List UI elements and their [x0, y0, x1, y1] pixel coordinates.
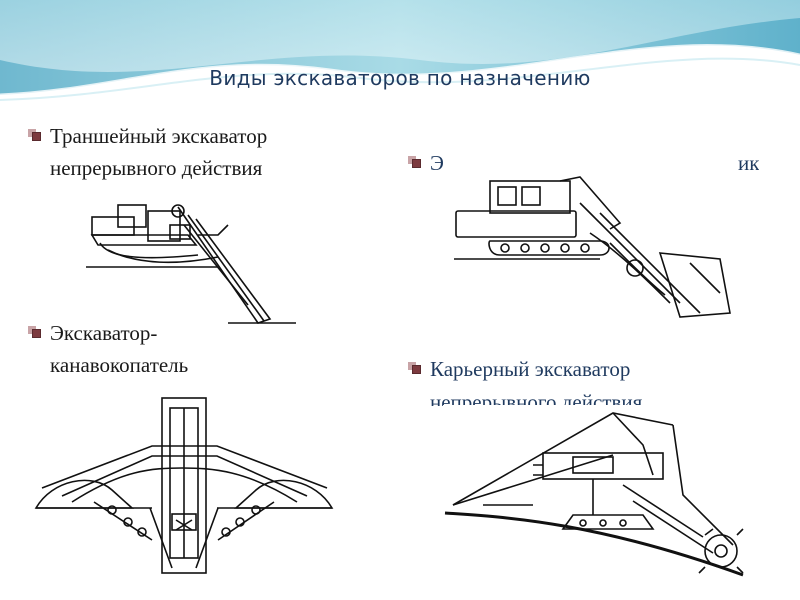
crawler-excavator-drawing: [450, 163, 735, 321]
slide-title: Виды экскаваторов по назначению: [209, 66, 591, 90]
bullet-square-icon: [408, 156, 422, 168]
quarry-excavator-drawing: [443, 405, 745, 580]
bullet-quarry-excavator: Карьерный экскаватор: [408, 353, 631, 385]
bullet-square-icon: [408, 362, 422, 374]
bullet-line-1: Карьерный экскаватор: [430, 357, 631, 381]
bullet-line-2-clipped: непрерывного действия: [430, 390, 643, 406]
bullet-line-1-tail: ик: [738, 151, 760, 175]
bullet-line-1-start: Э: [430, 151, 444, 175]
bullet-square-icon: [28, 326, 42, 338]
bullet-third-excavator: Э: [408, 147, 444, 179]
bullet-square-icon: [28, 129, 42, 141]
trench-excavator-drawing: [78, 195, 300, 327]
bullet-line-2: непрерывного действия: [50, 156, 263, 180]
header-wave-decoration: [0, 0, 800, 101]
bullet-line-1: Траншейный экскаватор: [50, 124, 268, 148]
ditcher-excavator-drawing: [32, 390, 337, 580]
bullet-line-2: канавокопатель: [50, 353, 189, 377]
bullet-trench-excavator: Траншейный экскаватор непрерывного дейст…: [28, 120, 268, 184]
